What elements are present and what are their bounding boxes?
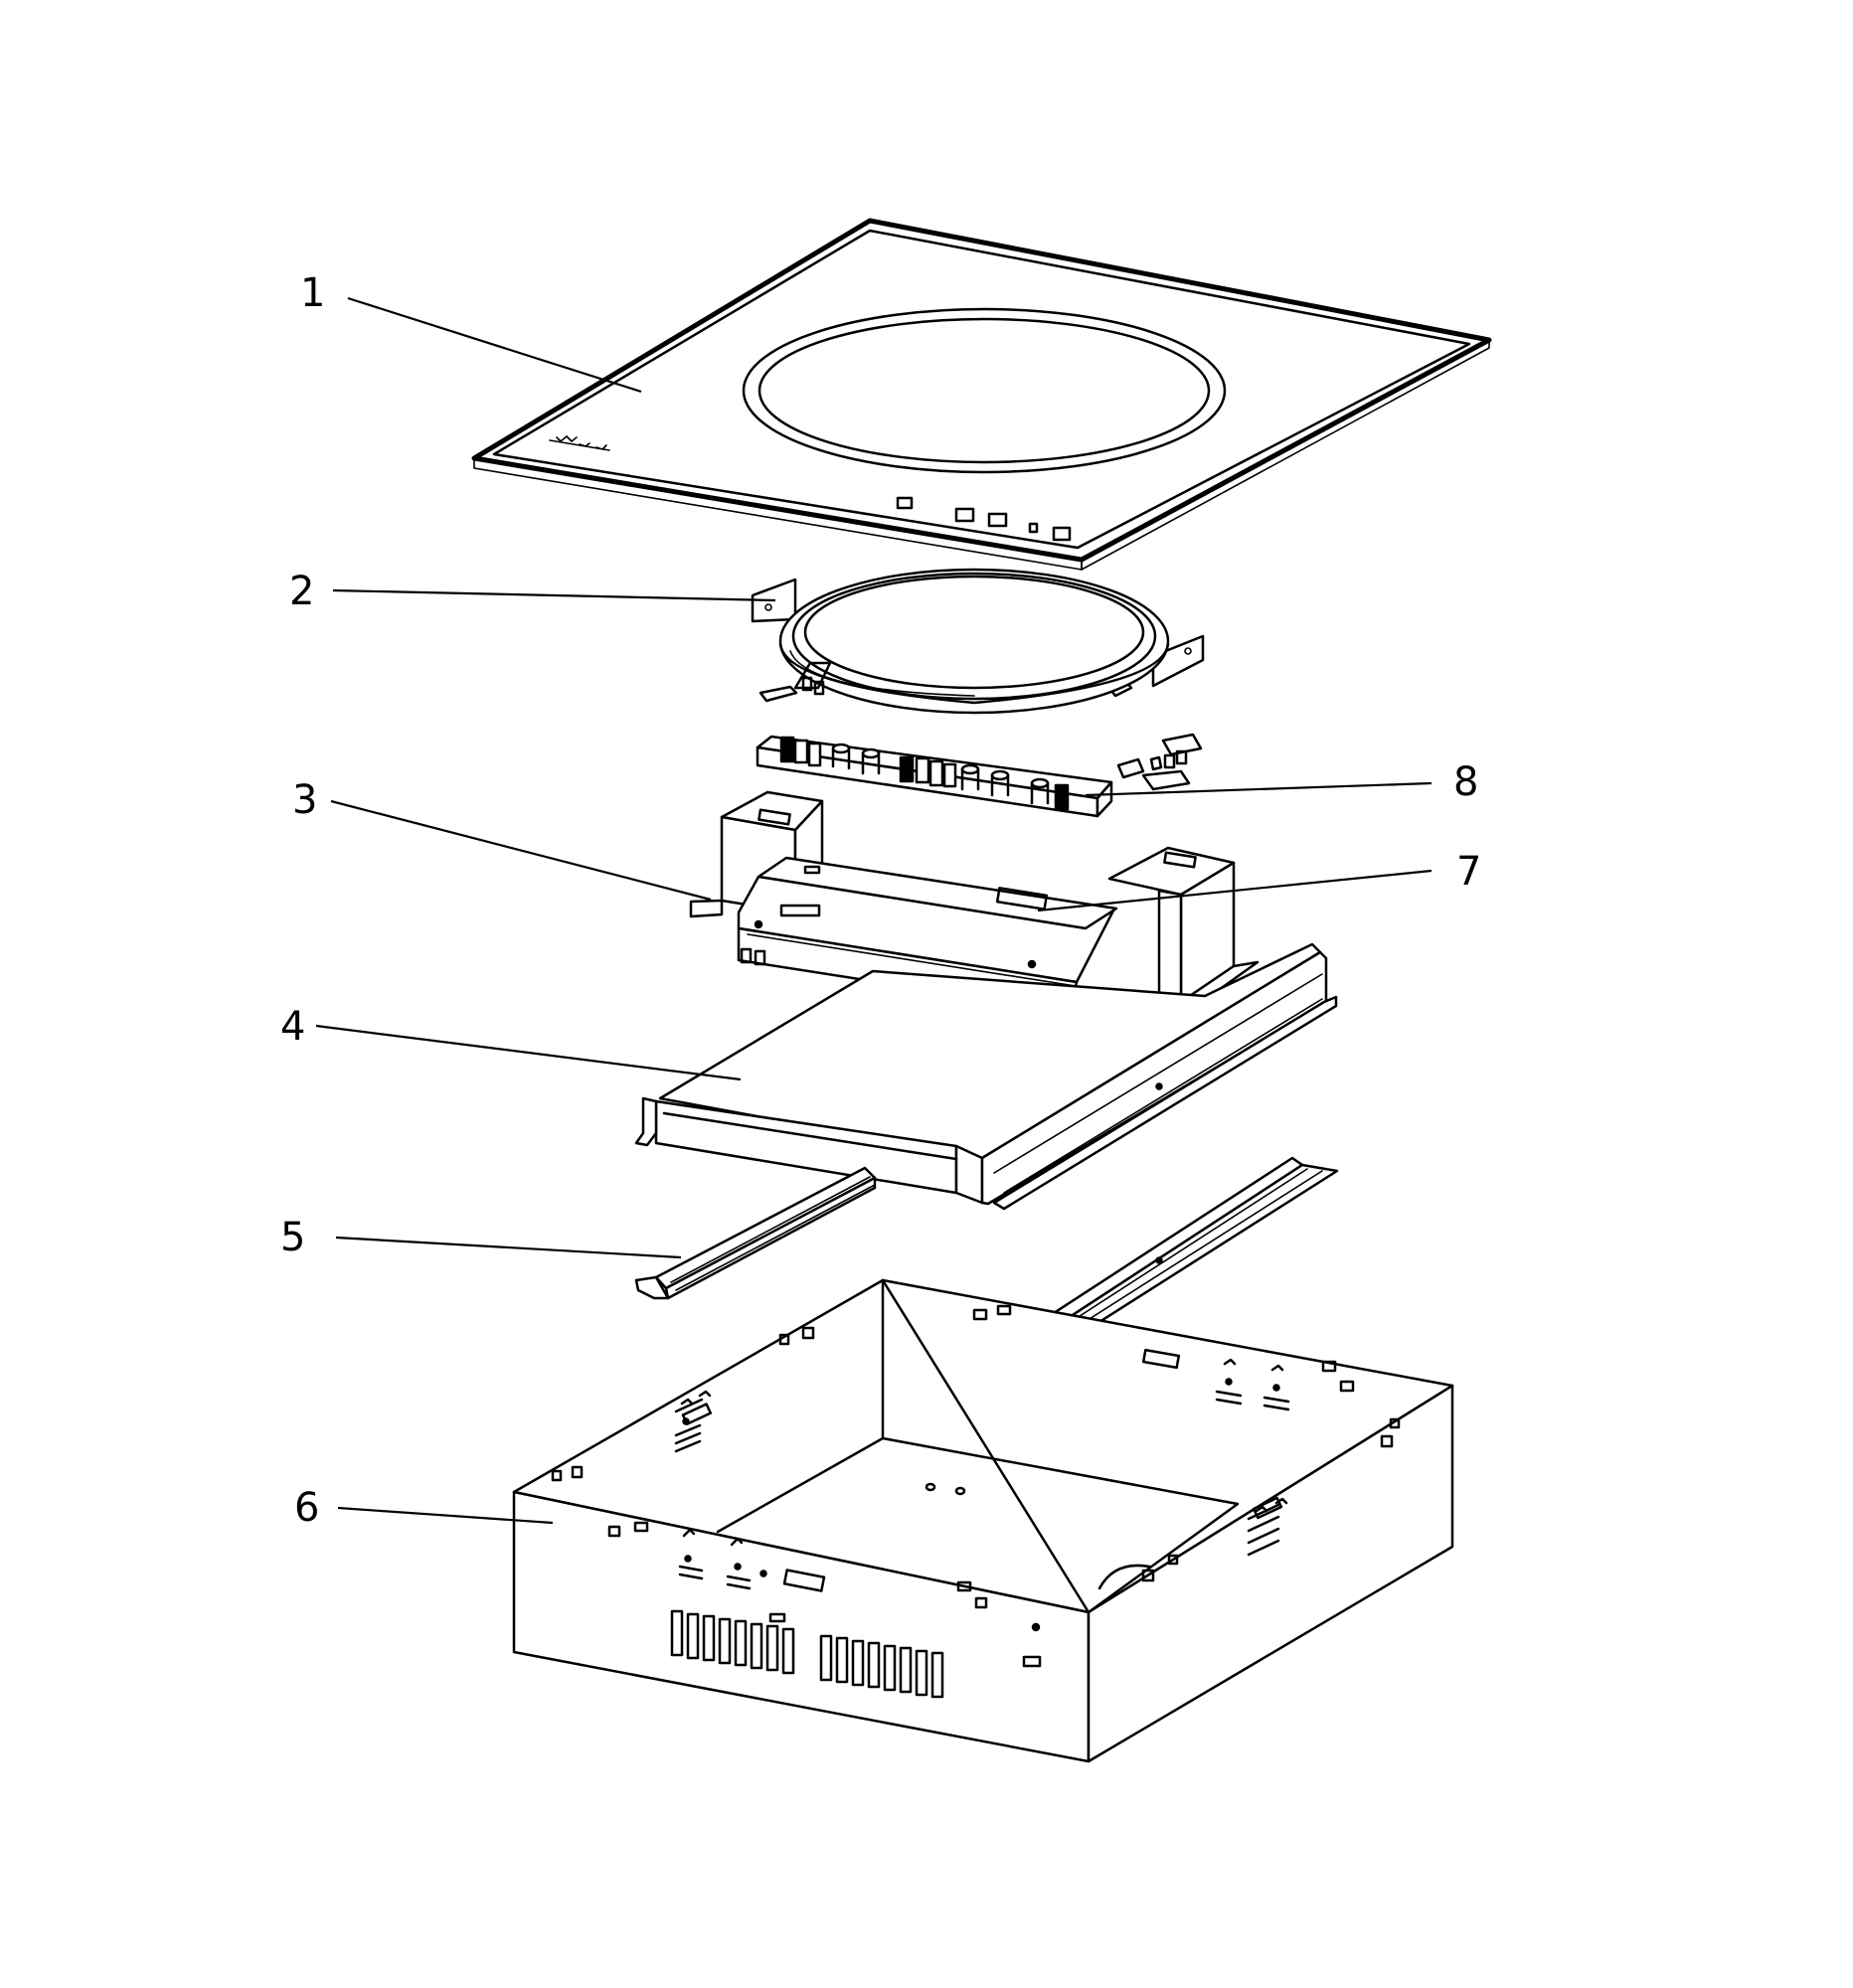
part-5-mounting-rails	[634, 1156, 1339, 1369]
leader-line-6	[337, 1506, 554, 1525]
leader-line-3	[330, 799, 712, 902]
control-key-icon	[896, 496, 914, 510]
leader-line-2	[332, 588, 776, 602]
leader-line-4	[315, 1024, 742, 1081]
callout-leaders	[315, 296, 1432, 1525]
part-6-outer-box	[512, 1278, 1454, 1763]
part-1-glass-cooktop	[471, 218, 1492, 571]
control-key-icon	[987, 512, 1008, 528]
leader-line-8	[1085, 781, 1432, 797]
brand-mark-logo	[549, 435, 610, 451]
callout-3: 3	[292, 777, 317, 823]
leader-line-5	[335, 1236, 682, 1259]
part-4-base-tray	[634, 942, 1338, 1211]
leader-line-7	[1037, 869, 1432, 912]
callout-numbers: 1 2 3 4 5 6 7 8	[280, 270, 1481, 1531]
part-3-support-bracket	[689, 790, 1260, 1004]
control-key-icon	[1052, 526, 1072, 542]
callout-8: 8	[1453, 759, 1478, 805]
control-key-icon	[954, 507, 975, 523]
callout-2: 2	[289, 569, 314, 614]
callout-4: 4	[280, 1004, 305, 1050]
front-vent-slots	[670, 1609, 944, 1699]
callout-5: 5	[280, 1215, 305, 1260]
leader-line-1	[347, 296, 642, 394]
callout-6: 6	[294, 1485, 319, 1531]
control-key-icon	[1028, 522, 1039, 534]
callout-1: 1	[300, 270, 325, 316]
part-8-control-board	[756, 735, 1113, 818]
callout-7: 7	[1456, 849, 1481, 895]
